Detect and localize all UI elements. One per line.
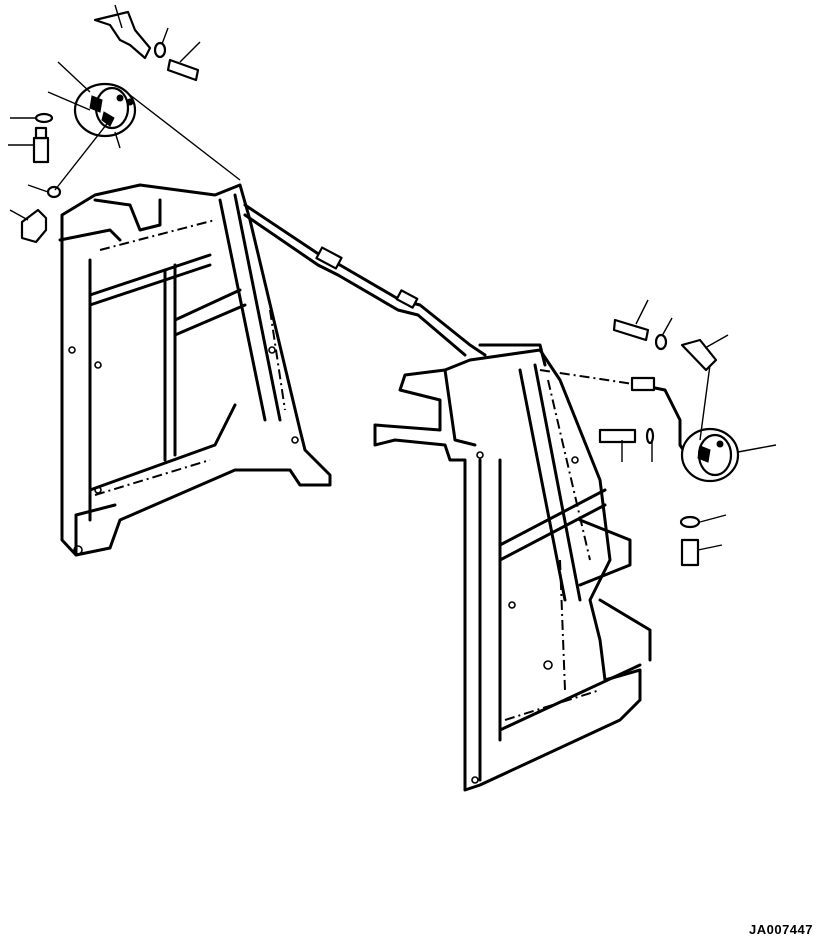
washer	[645, 427, 655, 445]
left-lamp-assembly	[8, 4, 241, 244]
washer	[654, 333, 668, 351]
wiring-harness	[243, 203, 692, 462]
washer	[679, 515, 701, 529]
bolt	[20, 208, 48, 244]
lamp-bracket	[680, 338, 718, 372]
washer	[34, 112, 54, 124]
bolt	[166, 58, 200, 82]
washer	[46, 185, 62, 199]
bolt	[598, 428, 637, 444]
drawing-number: JA007447	[749, 922, 813, 937]
bolt	[612, 318, 650, 342]
bolt	[680, 538, 700, 567]
washer	[153, 41, 167, 59]
right-lamp-assembly	[598, 299, 777, 567]
lamp-bracket	[93, 10, 152, 60]
bolt	[32, 136, 50, 164]
left-frame	[58, 183, 332, 557]
right-frame	[373, 343, 652, 792]
